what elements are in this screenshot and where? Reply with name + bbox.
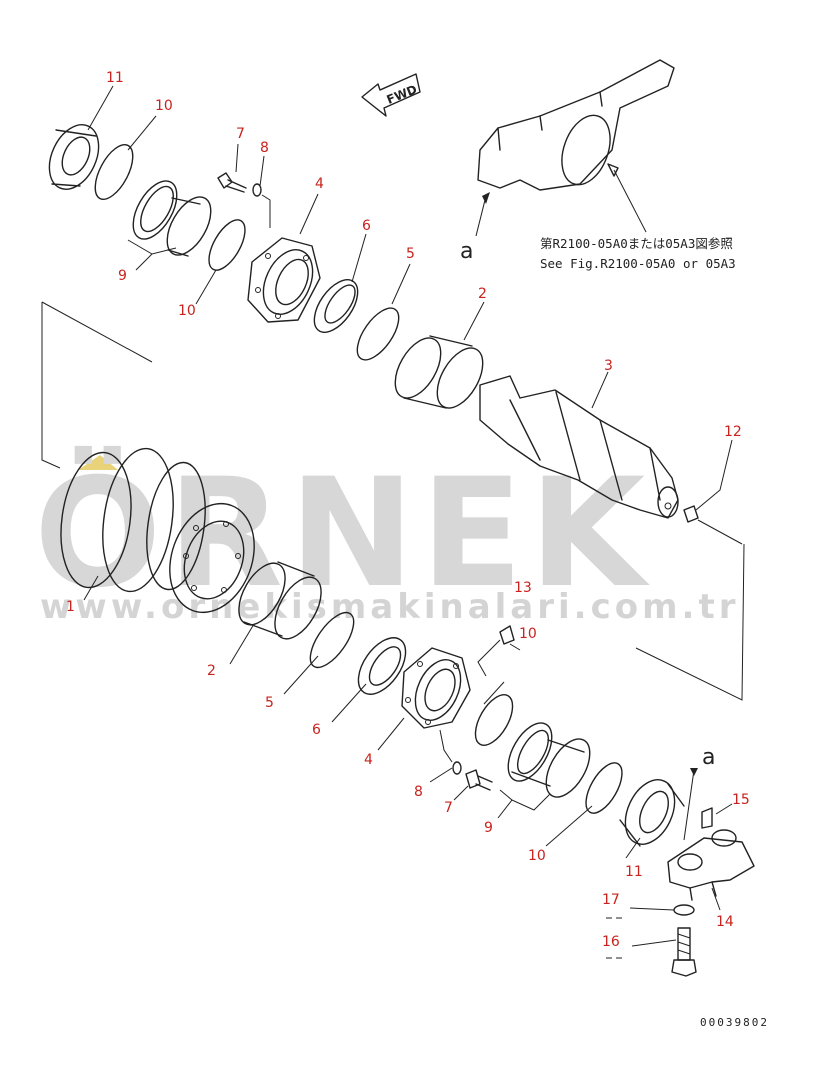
watermark: ÖRNEK www.ornekismakinalari.com.tr	[34, 445, 739, 627]
bushing-pair-top	[132, 180, 212, 257]
callout-11-bottom: 11	[625, 864, 643, 880]
callout-2-bottom: 2	[207, 663, 216, 679]
callout-leaders	[83, 85, 733, 947]
callout-17: 17	[602, 892, 620, 908]
callout-4-bottom: 4	[364, 752, 373, 768]
ref-arrow-bottom: a	[683, 745, 715, 841]
reference-note-japanese: 第R2100-05A0または05A3図参照	[540, 236, 733, 251]
callout-4-top: 4	[315, 176, 324, 192]
callout-3: 3	[604, 358, 613, 374]
bolt-13	[477, 625, 515, 677]
callout-10-mid: 10	[178, 303, 196, 319]
callout-1: 1	[66, 599, 75, 615]
frame-line-left	[41, 301, 153, 469]
ref-letter-top: a	[460, 239, 473, 264]
callout-7-bottom: 7	[444, 800, 453, 816]
callout-6-top: 6	[362, 218, 371, 234]
dash-marks	[606, 917, 622, 959]
o-ring-top	[94, 144, 134, 200]
roller-shell	[60, 447, 255, 614]
callout-8-bottom: 8	[414, 784, 423, 800]
plug-12	[683, 505, 743, 545]
o-ring-top-2	[208, 219, 246, 271]
pin-15	[701, 807, 713, 829]
callout-5-bottom: 5	[265, 695, 274, 711]
o-ring-5-bottom	[309, 611, 355, 669]
callout-10-top: 10	[155, 98, 173, 114]
callout-9-bottom: 9	[484, 820, 493, 836]
frame-line-right	[635, 543, 745, 701]
callout-6-bottom: 6	[312, 722, 321, 738]
callout-10-lower: 10	[519, 626, 537, 642]
callout-5-top: 5	[406, 246, 415, 262]
callout-8-top: 8	[260, 140, 269, 156]
bushing-pair-bottom	[507, 722, 591, 798]
o-ring-5-top	[356, 307, 400, 361]
watermark-url: www.ornekismakinalari.com.tr	[40, 587, 739, 627]
ref-arrow-top: a	[460, 192, 490, 264]
ref-letter-bottom: a	[702, 745, 715, 770]
bolt-16	[671, 927, 697, 977]
callout-14: 14	[716, 914, 734, 930]
callout-7-top: 7	[236, 126, 245, 142]
floating-seal-bottom	[619, 779, 685, 847]
watermark-accent	[78, 455, 118, 470]
note-leader	[613, 169, 647, 233]
callouts: 11 10 7 8 4 9 10 6 5 2 3 12 1 2 5 6 4 13…	[66, 70, 750, 950]
watermark-brand: ÖRNEK	[34, 445, 651, 621]
callout-2-top: 2	[478, 286, 487, 302]
callout-9-top: 9	[118, 268, 127, 284]
washer-17	[673, 904, 695, 916]
reference-note-english: See Fig.R2100-05A0 or 05A3	[540, 256, 736, 271]
bracket-top	[477, 59, 675, 191]
floating-seal-top	[48, 124, 100, 190]
callout-13: 13	[514, 580, 532, 596]
fwd-arrow: FWD	[361, 73, 421, 117]
thrust-washer-top	[313, 279, 359, 333]
roller-shaft	[479, 375, 679, 519]
callout-10-bottom: 10	[528, 848, 546, 864]
callout-11-top: 11	[106, 70, 124, 86]
callout-12: 12	[724, 424, 742, 440]
bushing-top	[394, 335, 484, 409]
collar-top	[247, 237, 321, 323]
drawing-code: 00039802	[700, 1016, 769, 1029]
callout-16: 16	[602, 934, 620, 950]
collar-bottom	[401, 647, 471, 729]
o-ring-bottom	[474, 694, 514, 746]
bracket-bottom	[667, 829, 755, 901]
o-ring-bottom-2	[585, 762, 623, 814]
bolt-bottom	[439, 729, 493, 791]
bushing-bottom	[238, 561, 322, 640]
callout-15: 15	[732, 792, 750, 808]
thrust-washer-bottom	[357, 637, 407, 695]
bolt-top	[217, 172, 271, 228]
